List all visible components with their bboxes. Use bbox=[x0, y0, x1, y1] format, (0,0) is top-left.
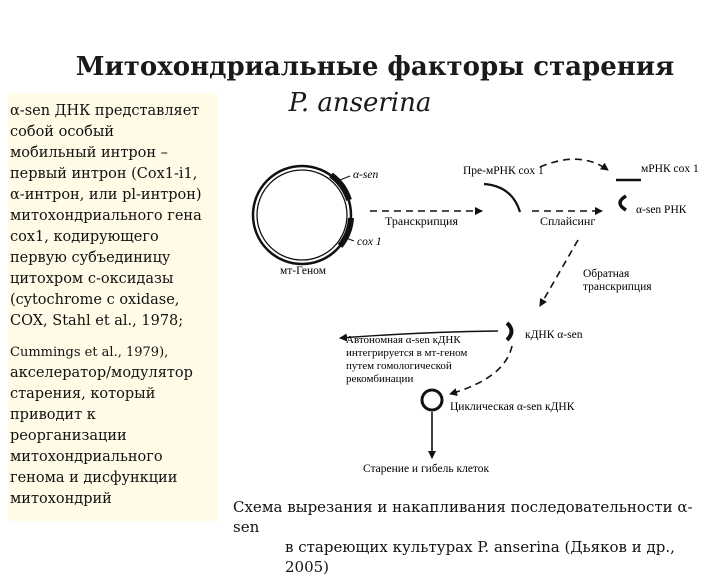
cox1-segment bbox=[337, 217, 354, 248]
autonomous-label-1: Автономная α-sen кДНК bbox=[346, 334, 461, 346]
page-title: Митохондриальные факторы старения bbox=[75, 52, 675, 82]
page-title-species: P. anserina bbox=[288, 88, 432, 118]
sidebar-line: цитохром с-оксидазы bbox=[10, 271, 174, 287]
sidebar-panel bbox=[8, 93, 218, 521]
integration-arrow bbox=[339, 330, 499, 342]
mt-genome-circle bbox=[251, 164, 353, 266]
cdna-label: кДНК α-sen bbox=[525, 329, 583, 341]
caption-line-1: Схема вырезания и накапливания последова… bbox=[233, 498, 693, 536]
autonomous-label-4: рекомбинации bbox=[346, 373, 413, 385]
cox1-pointer bbox=[345, 237, 355, 242]
cdna-shape bbox=[505, 321, 514, 342]
mrna-label: мРНК cox 1 bbox=[641, 163, 699, 175]
rt-label-2: транскрипция bbox=[583, 281, 652, 293]
sidebar-line: митохондриального гена bbox=[10, 208, 202, 224]
genome-label: мт-Геном bbox=[280, 265, 327, 277]
alpha-sen-segment bbox=[329, 172, 352, 202]
sidebar-line: собой особый bbox=[10, 124, 115, 140]
pre-mrna-label: Пре-мРНК cox 1 bbox=[463, 165, 544, 177]
sidebar-line: cox1, кодирующего bbox=[10, 229, 159, 245]
pre-mrna-to-mrna-arrow bbox=[539, 158, 609, 171]
transcription-label: Транскрипция bbox=[385, 214, 458, 228]
sidebar-line: приводит к bbox=[10, 407, 96, 423]
sidebar-line: Cummings et al., 1979), bbox=[10, 345, 169, 360]
sidebar-line: старения, который bbox=[10, 386, 156, 402]
autonomous-label-2: интегрируется в мт-геном bbox=[346, 347, 467, 359]
sidebar-line: COX, Stahl et al., 1978; bbox=[10, 313, 184, 329]
cyclic-cdna-circle bbox=[420, 388, 444, 412]
sidebar-line: митохондриального bbox=[10, 449, 163, 465]
alpha-sen-rna-lariat bbox=[618, 194, 627, 212]
sidebar-line: реорганизации bbox=[10, 428, 127, 444]
cyclic-cdna-label: Циклическая α-sen кДНК bbox=[450, 401, 575, 413]
cox1-label: cox 1 bbox=[357, 236, 382, 248]
rt-label-1: Обратная bbox=[583, 268, 630, 280]
splicing-label: Сплайсинг bbox=[540, 214, 595, 228]
sidebar-text: α-sen ДНК представляет собой особый моби… bbox=[10, 101, 222, 510]
cdna-to-cyclic-arrow bbox=[449, 345, 513, 396]
sidebar-line: митохондрий bbox=[10, 491, 112, 507]
sidebar-line: генома и дисфункции bbox=[10, 470, 178, 486]
aging-death-label: Старение и гибель клеток bbox=[363, 463, 490, 475]
alpha-sen-label: α-sen bbox=[353, 169, 378, 181]
sidebar-line: мобильный интрон – bbox=[10, 145, 168, 161]
sidebar-line: первую субъединицу bbox=[10, 250, 171, 266]
alpha-sen-scheme-diagram: α-sen cox 1 мт-Геном Транскрипция Пре-мР… bbox=[251, 158, 699, 475]
autonomous-label-3: путем гомологической bbox=[346, 360, 452, 372]
caption-line-2: в стареющих культурах P. anserina (Дьяко… bbox=[285, 538, 675, 576]
alpha-sen-pointer bbox=[339, 175, 351, 181]
sidebar-line: α-интрон, или pl-интрон) bbox=[10, 187, 202, 203]
reverse-transcription-arrow bbox=[539, 239, 579, 307]
figure-caption: Схема вырезания и накапливания последова… bbox=[225, 497, 715, 577]
sidebar-line: α-sen ДНК представляет bbox=[10, 103, 200, 119]
sidebar-line: акселератор/модулятор bbox=[10, 365, 193, 381]
pre-mrna-curve bbox=[483, 182, 522, 213]
sidebar-line: (cytochrome c oxidase, bbox=[10, 292, 180, 308]
sidebar-line: первый интрон (Cox1-i1, bbox=[10, 166, 198, 182]
alpha-sen-rna-label: α-sen РНК bbox=[636, 204, 687, 216]
